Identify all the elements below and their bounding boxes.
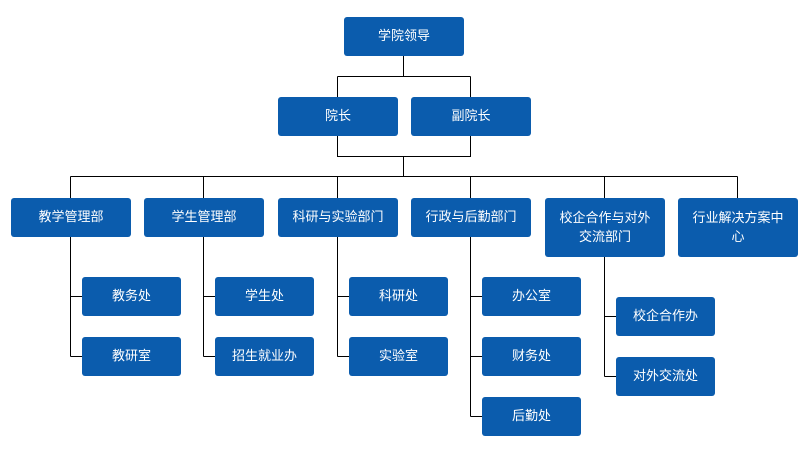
node-student-affairs-office: 学生处 (215, 277, 314, 316)
node-vice-dean: 副院长 (411, 97, 531, 136)
node-industry-cooperation-exchange-dept: 校企合作与对外交流部门 (545, 198, 665, 257)
node-logistics-office: 后勤处 (482, 397, 581, 436)
node-external-exchange-office: 对外交流处 (616, 357, 715, 396)
node-college-leadership: 学院领导 (344, 17, 464, 56)
node-research-office: 科研处 (349, 277, 448, 316)
node-industry-cooperation-office: 校企合作办 (616, 297, 715, 336)
node-academic-affairs-office: 教务处 (82, 277, 181, 316)
node-laboratory: 实验室 (349, 337, 448, 376)
node-admission-employment-office: 招生就业办 (215, 337, 314, 376)
node-teaching-management-dept: 教学管理部 (11, 198, 131, 237)
node-dean: 院长 (278, 97, 398, 136)
node-admin-logistics-dept: 行政与后勤部门 (411, 198, 531, 237)
node-industry-solutions-center: 行业解决方案中心 (678, 198, 798, 257)
node-student-management-dept: 学生管理部 (144, 198, 264, 237)
node-research-lab-dept: 科研与实验部门 (278, 198, 398, 237)
node-teaching-research-office: 教研室 (82, 337, 181, 376)
node-general-office: 办公室 (482, 277, 581, 316)
node-finance-office: 财务处 (482, 337, 581, 376)
